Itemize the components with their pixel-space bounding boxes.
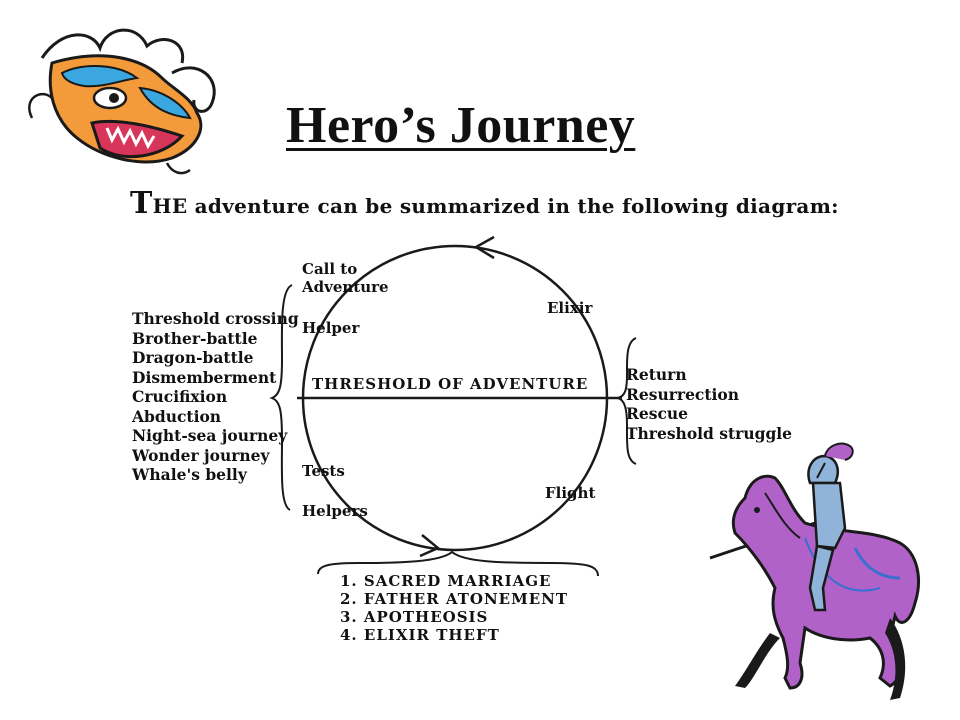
label-threshold-of-adventure: THRESHOLD OF ADVENTURE <box>312 375 589 393</box>
label-flight: Flight <box>545 484 596 502</box>
list-item: Whale's belly <box>132 465 247 484</box>
left-stage-list: Threshold crossing Brother-battle Dragon… <box>132 309 299 485</box>
list-item: Wonder journey <box>132 445 270 465</box>
label-helpers: Helpers <box>302 502 368 520</box>
list-item: Return <box>626 365 687 384</box>
right-stage-list: Return Resurrection Rescue Threshold str… <box>626 365 792 443</box>
label-tests: Tests <box>302 462 345 480</box>
list-item: Threshold struggle <box>626 423 793 443</box>
intro-drop-cap: T <box>130 186 153 221</box>
list-item: Resurrection <box>626 384 740 404</box>
label-elixir: Elixir <box>547 299 593 317</box>
top-arrowhead <box>473 235 495 260</box>
list-item: 4. ELIXIR THEFT <box>340 626 500 644</box>
left-brace <box>269 284 293 511</box>
intro-text: THE adventure can be summarized in the f… <box>130 186 839 221</box>
bottom-brace <box>317 550 599 577</box>
bottom-stage-list: 1. SACRED MARRIAGE 2. FATHER ATONEMENT 3… <box>340 572 568 644</box>
list-item: 3. APOTHEOSIS <box>340 608 489 626</box>
label-helper: Helper <box>302 319 360 337</box>
knight-on-horse-icon <box>709 442 920 700</box>
list-item: 1. SACRED MARRIAGE <box>340 572 552 590</box>
list-item: 2. FATHER ATONEMENT <box>340 590 569 608</box>
list-item: Crucifixion <box>132 387 228 406</box>
dragon-head-icon <box>28 28 216 175</box>
list-item: Dismemberment <box>132 367 277 387</box>
list-item: Threshold crossing <box>132 309 299 328</box>
page-title: Hero’s Journey <box>286 97 636 154</box>
list-item: Dragon-battle <box>132 348 254 367</box>
label-call-to-adventure: Call to Adventure <box>302 260 389 296</box>
list-item: Rescue <box>626 404 689 423</box>
right-brace <box>614 337 637 465</box>
list-item: Brother-battle <box>132 328 258 348</box>
list-item: Night-sea journey <box>132 426 288 445</box>
list-item: Abduction <box>132 406 222 426</box>
intro-rest: HE adventure can be summarized in the fo… <box>152 194 839 218</box>
bottom-arrowhead <box>419 534 441 558</box>
